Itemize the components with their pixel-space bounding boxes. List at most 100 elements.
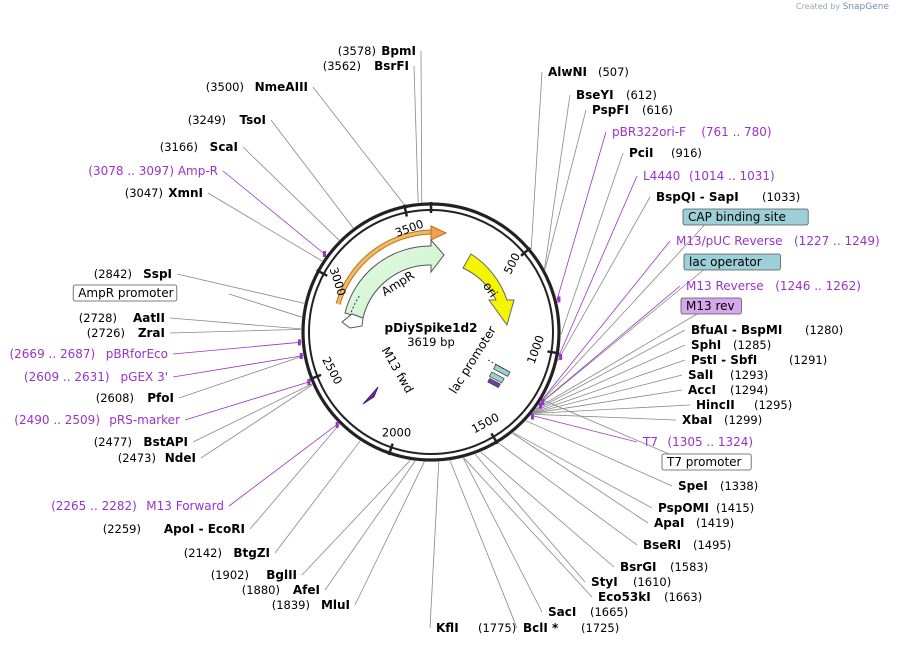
site-pos-32: (1338) (720, 479, 758, 493)
site-label-23: KflI(1775) (436, 621, 516, 635)
site-name-36: HincII (696, 398, 735, 412)
leader-20 (301, 460, 411, 576)
site-pos-50: (761 .. 780) (701, 125, 771, 139)
feature-label-m13-fwd: M13 fwd (379, 344, 417, 395)
site-pos-48: (1014 .. 1031) (689, 169, 775, 183)
leader-50 (556, 131, 607, 301)
site-label-6: XmnI (3047) (125, 186, 203, 200)
tick-label-2500: 2500 (319, 354, 345, 386)
feature-box-44 (683, 253, 781, 271)
site-pos-22: (1839) (272, 598, 310, 612)
ampr-arrow (344, 238, 445, 319)
site-label-33: T7 promoter (661, 453, 752, 471)
site-name-19: BtgZI (233, 546, 270, 560)
site-name-32: SpeI (678, 479, 708, 493)
site-pos-21: (1880) (242, 583, 280, 597)
site-pos-41: (1280) (805, 323, 843, 337)
leader-18 (249, 424, 340, 530)
primer-mark-14 (307, 379, 311, 386)
site-label-28: BsrGI(1583) (620, 560, 708, 574)
leader-9 (169, 317, 302, 330)
site-name-9: AatII (133, 311, 165, 325)
site-name-40: SphI (691, 338, 721, 352)
site-pos-19: (2142) (184, 546, 222, 560)
tick-label-500: 500 (501, 251, 523, 277)
credit-prefix: Created by (796, 2, 841, 11)
plasmid-length: 3619 bp (407, 335, 455, 349)
site-name-31: PspOMI (658, 501, 709, 515)
leader-0 (420, 50, 423, 203)
site-pos-4: (3166) (160, 140, 198, 154)
site-label-7: SspI(2842) (94, 267, 172, 281)
site-label-4: ScaI(3166) (160, 140, 238, 154)
site-name-50: pBR322ori-F (612, 125, 686, 139)
plasmid-name: pDiySpike1d2 (385, 321, 478, 335)
site-label-51: PspFI (616) (592, 103, 673, 117)
site-pos-39: (1291) (789, 353, 827, 367)
primer-mark-11 (297, 339, 301, 346)
leader-47 (557, 196, 651, 361)
site-label-20: BglII(1902) (211, 568, 297, 582)
primer-mark-5 (322, 251, 326, 258)
tick-label-3000: 3000 (327, 265, 349, 297)
site-label-39: PstI - SbfI(1291) (691, 353, 827, 367)
site-label-50: pBR322ori-F (761 .. 780) (612, 125, 772, 139)
leader-46 (539, 217, 712, 404)
site-name-2: NmeAIII (255, 80, 308, 94)
site-label-2: NmeAIII (3500) (206, 80, 308, 94)
site-pos-6: (3047) (125, 186, 163, 200)
site-pos-51: (616) (642, 103, 673, 117)
site-name-6: XmnI (168, 186, 203, 200)
site-pos-45: (1227 .. 1249) (794, 234, 880, 248)
leader-39 (532, 359, 686, 414)
leader-15 (192, 383, 313, 443)
leader-7 (176, 273, 305, 304)
leader-51 (544, 109, 587, 270)
leader-49 (560, 152, 624, 335)
site-name-52: BseYI (576, 88, 614, 102)
site-label-18: ApoI - EcoRI(2259) (103, 522, 245, 536)
site-label-32: SpeI (1338) (678, 479, 758, 493)
site-label-40: SphI(1285) (691, 338, 771, 352)
leader-14 (184, 380, 311, 421)
site-label-41: BfuAI - BspMI(1280) (691, 323, 843, 337)
site-label-16: NdeI(2473) (118, 451, 196, 465)
site-pos-23: (1775) (478, 621, 516, 635)
leader-1 (413, 65, 419, 203)
tick-3500 (403, 204, 409, 217)
bp-ticks (309, 202, 560, 456)
site-label-0: BpmI(3578) (338, 44, 416, 58)
tick-2000 (387, 443, 394, 456)
site-name-14: pRS-marker (109, 413, 180, 427)
primer-site-marks (297, 251, 563, 428)
leader-12 (172, 355, 304, 378)
site-label-22: MluI(1839) (272, 598, 350, 612)
leader-16 (200, 384, 313, 459)
leader-27 (474, 454, 586, 583)
site-pos-43: (1246 .. 1262) (775, 279, 861, 293)
site-pos-34: (1305 .. 1324) (667, 435, 753, 449)
site-label-44: lac operator (683, 253, 781, 271)
site-label-9: AatII(2728) (79, 311, 165, 325)
feature-box-8 (72, 284, 178, 302)
site-label-24: BclI *(1725) (523, 621, 619, 635)
site-name-21: AfeI (293, 583, 320, 597)
leader-38 (532, 374, 683, 414)
leader-3 (270, 119, 354, 229)
site-pos-31: (1415) (716, 501, 754, 515)
primer-mark-17 (335, 421, 339, 428)
leader-48 (558, 175, 638, 357)
site-pos-2: (3500) (206, 80, 244, 94)
site-name-51: PspFI (592, 103, 629, 117)
site-pos-18: (2259) (103, 522, 141, 536)
site-label-26: Eco53kI(1663) (598, 590, 702, 604)
site-name-10: ZraI (138, 326, 165, 340)
leader-37 (532, 389, 683, 414)
site-label-53: AlwNI(507) (548, 65, 629, 79)
site-label-42: M13 rev (680, 297, 742, 315)
site-name-12: pGEX 3' (121, 370, 168, 384)
site-pos-12: (2609 .. 2631) (24, 370, 110, 384)
site-name-20: BglII (266, 568, 297, 582)
site-pos-16: (2473) (118, 451, 156, 465)
feature-box-label-44: lac operator (689, 255, 762, 269)
